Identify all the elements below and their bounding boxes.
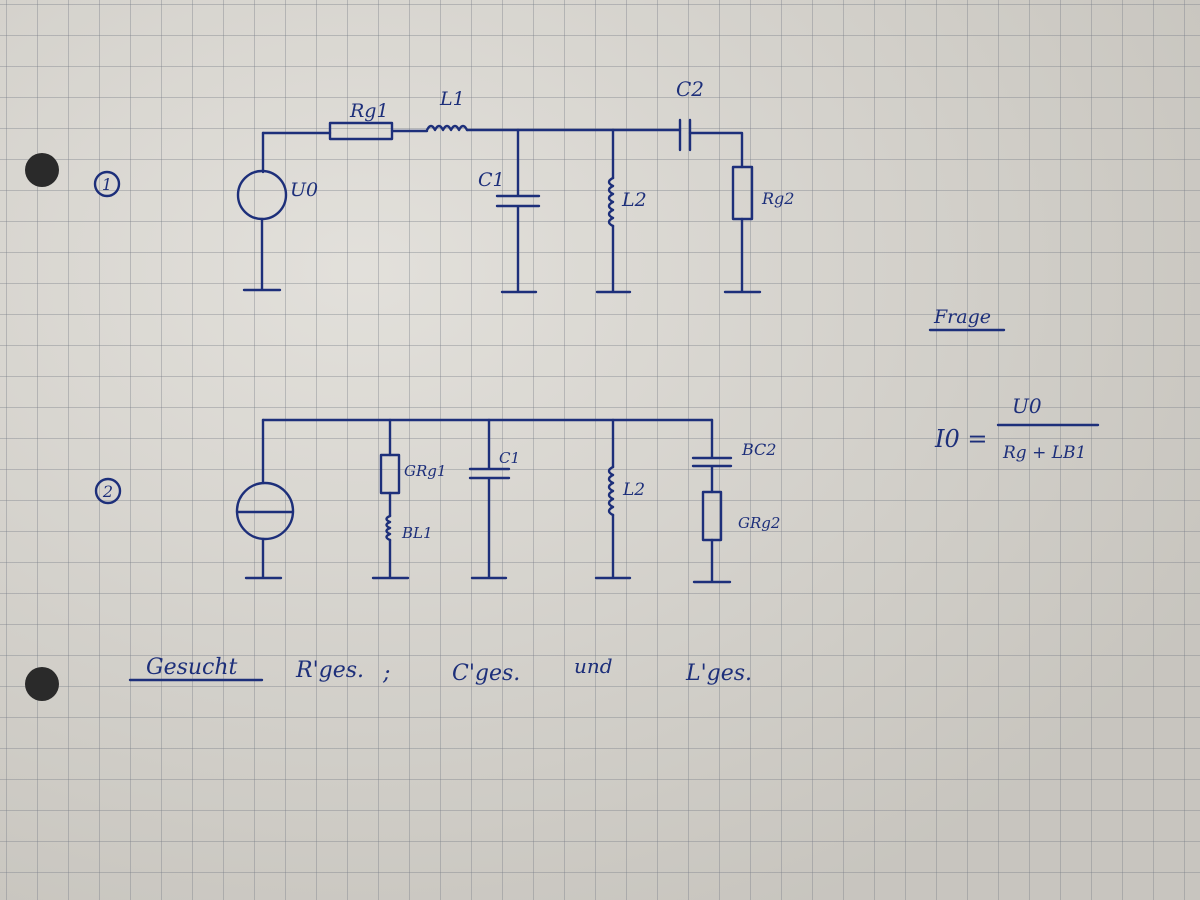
inductor-l2 bbox=[607, 176, 615, 228]
label-bl1: BL1 bbox=[401, 524, 433, 542]
ground-l2 bbox=[595, 224, 632, 294]
ground-current-source bbox=[244, 537, 283, 580]
frage-numerator: U0 bbox=[1012, 394, 1042, 418]
circuit-1-number: 1 bbox=[102, 175, 112, 194]
ground-bl1 bbox=[371, 538, 410, 580]
gesucht-heading: Gesucht bbox=[146, 655, 238, 680]
susceptance-bl1 bbox=[385, 514, 392, 542]
gesucht-l-ges: L'ges. bbox=[685, 661, 752, 686]
binder-hole-top bbox=[25, 153, 59, 187]
frage-lhs: I0 = bbox=[934, 425, 988, 453]
frage-section: Frage U0 Rg + LB1 I0 = bbox=[928, 306, 1100, 463]
ground-l2-2 bbox=[594, 513, 632, 580]
label-u0: U0 bbox=[290, 179, 318, 201]
gesucht-section: Gesucht R'ges. ; C'ges. und L'ges. bbox=[128, 654, 752, 686]
inductor-l1 bbox=[425, 124, 469, 132]
circuit-1-number-circle bbox=[93, 170, 121, 198]
capacitor-c1-branch-2 bbox=[468, 418, 511, 580]
ground-source-1 bbox=[242, 217, 282, 292]
label-c2: C2 bbox=[676, 77, 704, 101]
ground-grg2 bbox=[692, 538, 732, 584]
label-l2-2: L2 bbox=[622, 480, 645, 500]
label-rg2: Rg2 bbox=[761, 189, 794, 208]
circuit-2: 2 GRg1 BL1 C1 L2 BC2 GRg2 bbox=[94, 418, 780, 584]
gesucht-r-ges: R'ges. bbox=[295, 658, 364, 683]
conductance-grg1 bbox=[379, 453, 401, 495]
voltage-source-u0 bbox=[236, 169, 288, 221]
circuit-2-number: 2 bbox=[102, 482, 113, 501]
circuit-2-number-circle bbox=[94, 477, 122, 505]
label-c1: C1 bbox=[478, 169, 505, 191]
label-c1-2: C1 bbox=[499, 449, 520, 467]
wire-top-4 bbox=[688, 131, 744, 169]
label-l1: L1 bbox=[439, 88, 465, 110]
conductance-grg2 bbox=[701, 490, 723, 542]
gesucht-separator: ; bbox=[382, 661, 390, 686]
gesucht-c-ges: C'ges. bbox=[452, 661, 520, 686]
label-l2: L2 bbox=[621, 189, 647, 211]
ground-rg2 bbox=[723, 217, 762, 294]
label-rg1: Rg1 bbox=[349, 100, 389, 122]
label-grg2: GRg2 bbox=[738, 514, 780, 532]
label-bc2: BC2 bbox=[741, 440, 776, 459]
resistor-rg2 bbox=[731, 165, 754, 221]
capacitor-c2 bbox=[678, 118, 692, 152]
susceptance-bc2 bbox=[691, 418, 733, 494]
circuit-1: 1 Rg1 L1 C2 U0 C1 L2 Rg2 bbox=[93, 77, 794, 294]
frage-heading: Frage bbox=[933, 306, 991, 328]
frage-denominator: Rg + LB1 bbox=[1002, 443, 1086, 463]
resistor-rg1 bbox=[328, 121, 394, 141]
binder-hole-bottom bbox=[25, 667, 59, 701]
inductor-l2-2 bbox=[607, 465, 615, 517]
gesucht-and-word: und bbox=[574, 654, 613, 678]
capacitor-c1-branch bbox=[495, 128, 541, 294]
label-grg1: GRg1 bbox=[404, 462, 446, 480]
